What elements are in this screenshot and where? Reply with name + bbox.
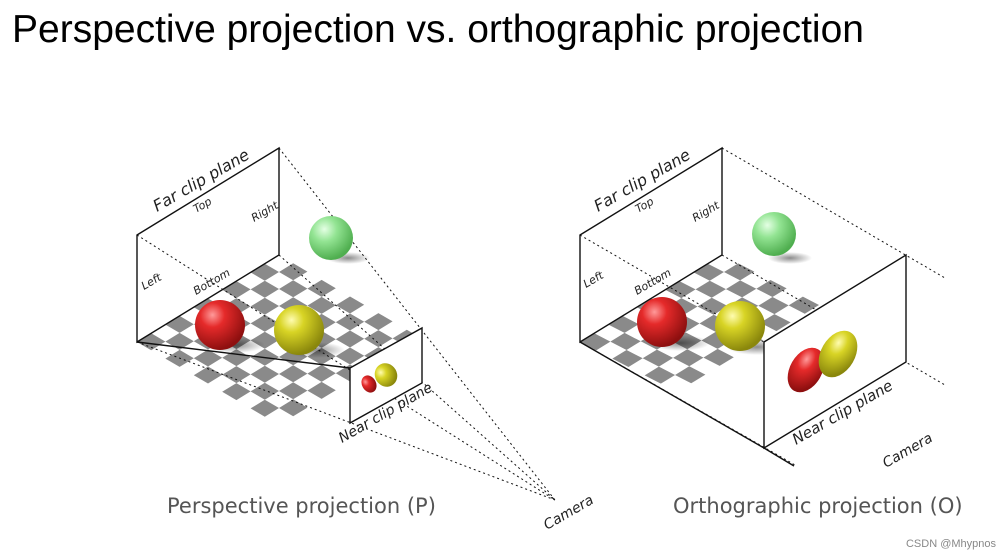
checker-square bbox=[165, 315, 194, 333]
checker-square bbox=[695, 280, 726, 298]
checker-square bbox=[307, 296, 336, 314]
checker-square bbox=[760, 314, 791, 332]
checker-square bbox=[137, 333, 166, 351]
watermark: CSDN @Mhypnos bbox=[905, 538, 996, 550]
checker-square bbox=[279, 382, 308, 400]
checker-square bbox=[279, 365, 308, 383]
checker-square bbox=[697, 297, 728, 315]
checker-square bbox=[335, 313, 365, 331]
checker-square bbox=[758, 297, 789, 315]
perspective-top-label: Top bbox=[191, 195, 214, 216]
ortho-near-yellow-ellipse bbox=[818, 330, 858, 378]
checker-square bbox=[307, 279, 336, 297]
checker-square bbox=[725, 280, 757, 298]
checker-square bbox=[222, 281, 251, 299]
green-sphere bbox=[309, 216, 353, 260]
perspective-projection-lines bbox=[136, 147, 556, 501]
checker-square bbox=[193, 366, 223, 384]
checker-square bbox=[703, 348, 734, 366]
checker-square bbox=[307, 364, 336, 382]
checker-square bbox=[335, 296, 365, 314]
checker-square bbox=[222, 349, 251, 367]
orthographic-camera-label: Camera bbox=[880, 430, 936, 471]
checker-square bbox=[335, 347, 365, 365]
near-yellow-ellipse bbox=[374, 363, 398, 387]
orthographic-left-label: Left bbox=[581, 268, 606, 290]
checker-square bbox=[364, 313, 393, 331]
perspective-left-label: Left bbox=[139, 270, 164, 292]
perspective-right-label: Right bbox=[249, 199, 281, 225]
checker-square bbox=[673, 349, 704, 367]
checker-square bbox=[250, 399, 279, 417]
checker-square bbox=[222, 383, 251, 401]
checker-square bbox=[756, 280, 787, 298]
perspective-panel: Far clip plane Top Right Left Bottom Nea… bbox=[136, 145, 597, 533]
ortho-yellow-sphere bbox=[715, 301, 765, 351]
ortho-near-red-ellipse bbox=[787, 347, 825, 393]
checker-square bbox=[612, 349, 643, 367]
orthographic-top-label: Top bbox=[633, 195, 656, 216]
checker-square bbox=[723, 263, 755, 281]
yellow-sphere bbox=[274, 305, 324, 355]
checker-square bbox=[250, 280, 279, 298]
ortho-green-sphere bbox=[752, 212, 796, 256]
ortho-red-sphere bbox=[637, 297, 687, 347]
checker-square bbox=[307, 381, 336, 399]
checker-square bbox=[279, 263, 308, 281]
checker-square bbox=[675, 366, 706, 384]
checker-square bbox=[788, 296, 819, 314]
checker-square bbox=[642, 349, 674, 367]
orthographic-right-label: Right bbox=[690, 199, 722, 225]
checker-square bbox=[250, 382, 279, 400]
checker-square bbox=[250, 365, 279, 383]
checker-square bbox=[250, 297, 279, 315]
checker-square bbox=[193, 349, 223, 367]
checker-square bbox=[222, 366, 251, 384]
perspective-caption: Perspective projection (P) bbox=[167, 494, 436, 518]
checker-square bbox=[364, 330, 393, 348]
checker-square bbox=[250, 314, 279, 332]
page-title: Perspective projection vs. orthographic … bbox=[12, 8, 864, 51]
checker-square bbox=[335, 330, 365, 348]
red-sphere bbox=[195, 300, 245, 350]
orthographic-caption: Orthographic projection (O) bbox=[673, 494, 963, 518]
orthographic-panel: Far clip plane Top Right Left Bottom Nea… bbox=[579, 145, 946, 471]
checker-square bbox=[279, 280, 308, 298]
checker-square bbox=[644, 366, 676, 384]
checker-square bbox=[250, 263, 279, 281]
near-red-ellipse bbox=[361, 375, 377, 393]
checker-square bbox=[279, 399, 308, 417]
checker-square bbox=[610, 332, 641, 350]
